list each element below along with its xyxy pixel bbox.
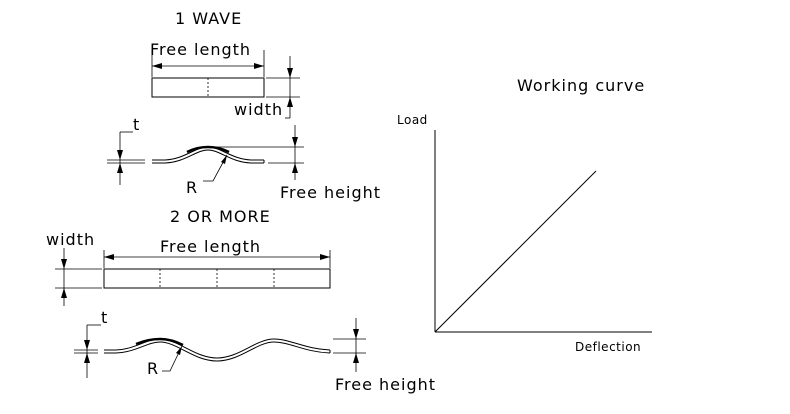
one-wave-section: 1 WAVE Free length width bbox=[107, 9, 381, 202]
one-wave-free-height-label: Free height bbox=[280, 183, 381, 202]
two-or-more-width-label: width bbox=[46, 230, 95, 249]
working-curve-line bbox=[434, 170, 597, 333]
one-wave-side-view bbox=[152, 145, 265, 164]
one-wave-free-length-label: Free length bbox=[150, 40, 251, 59]
two-or-more-title: 2 OR MORE bbox=[170, 207, 271, 226]
load-axis-label: Load bbox=[397, 113, 428, 127]
one-wave-title: 1 WAVE bbox=[175, 9, 242, 28]
two-or-more-side-view bbox=[104, 337, 331, 362]
one-wave-free-height-dimension bbox=[212, 125, 304, 180]
one-wave-free-length-dimension bbox=[151, 50, 265, 77]
working-curve-chart: Working curve Load Deflection bbox=[397, 76, 652, 354]
working-curve-title: Working curve bbox=[517, 76, 645, 95]
two-or-more-free-height-dimension bbox=[333, 318, 366, 372]
two-or-more-free-height-label: Free height bbox=[335, 375, 436, 394]
two-or-more-radius-label: R bbox=[147, 359, 159, 378]
one-wave-radius-leader bbox=[203, 154, 228, 182]
two-or-more-thickness-label: t bbox=[101, 308, 108, 327]
two-or-more-radius-leader bbox=[162, 345, 183, 372]
two-or-more-width-dimension bbox=[55, 248, 102, 306]
two-or-more-thickness-dimension bbox=[74, 324, 101, 378]
one-wave-thickness-dimension bbox=[107, 131, 145, 185]
two-or-more-section: 2 OR MORE Free length width bbox=[46, 207, 436, 394]
one-wave-width-dimension bbox=[266, 56, 300, 119]
two-or-more-free-length-dimension bbox=[103, 250, 331, 268]
one-wave-radius-label: R bbox=[186, 178, 198, 197]
deflection-axis-label: Deflection bbox=[575, 340, 641, 354]
one-wave-width-label: width bbox=[234, 100, 283, 119]
one-wave-thickness-label: t bbox=[133, 115, 140, 134]
two-or-more-free-length-label: Free length bbox=[160, 237, 261, 256]
